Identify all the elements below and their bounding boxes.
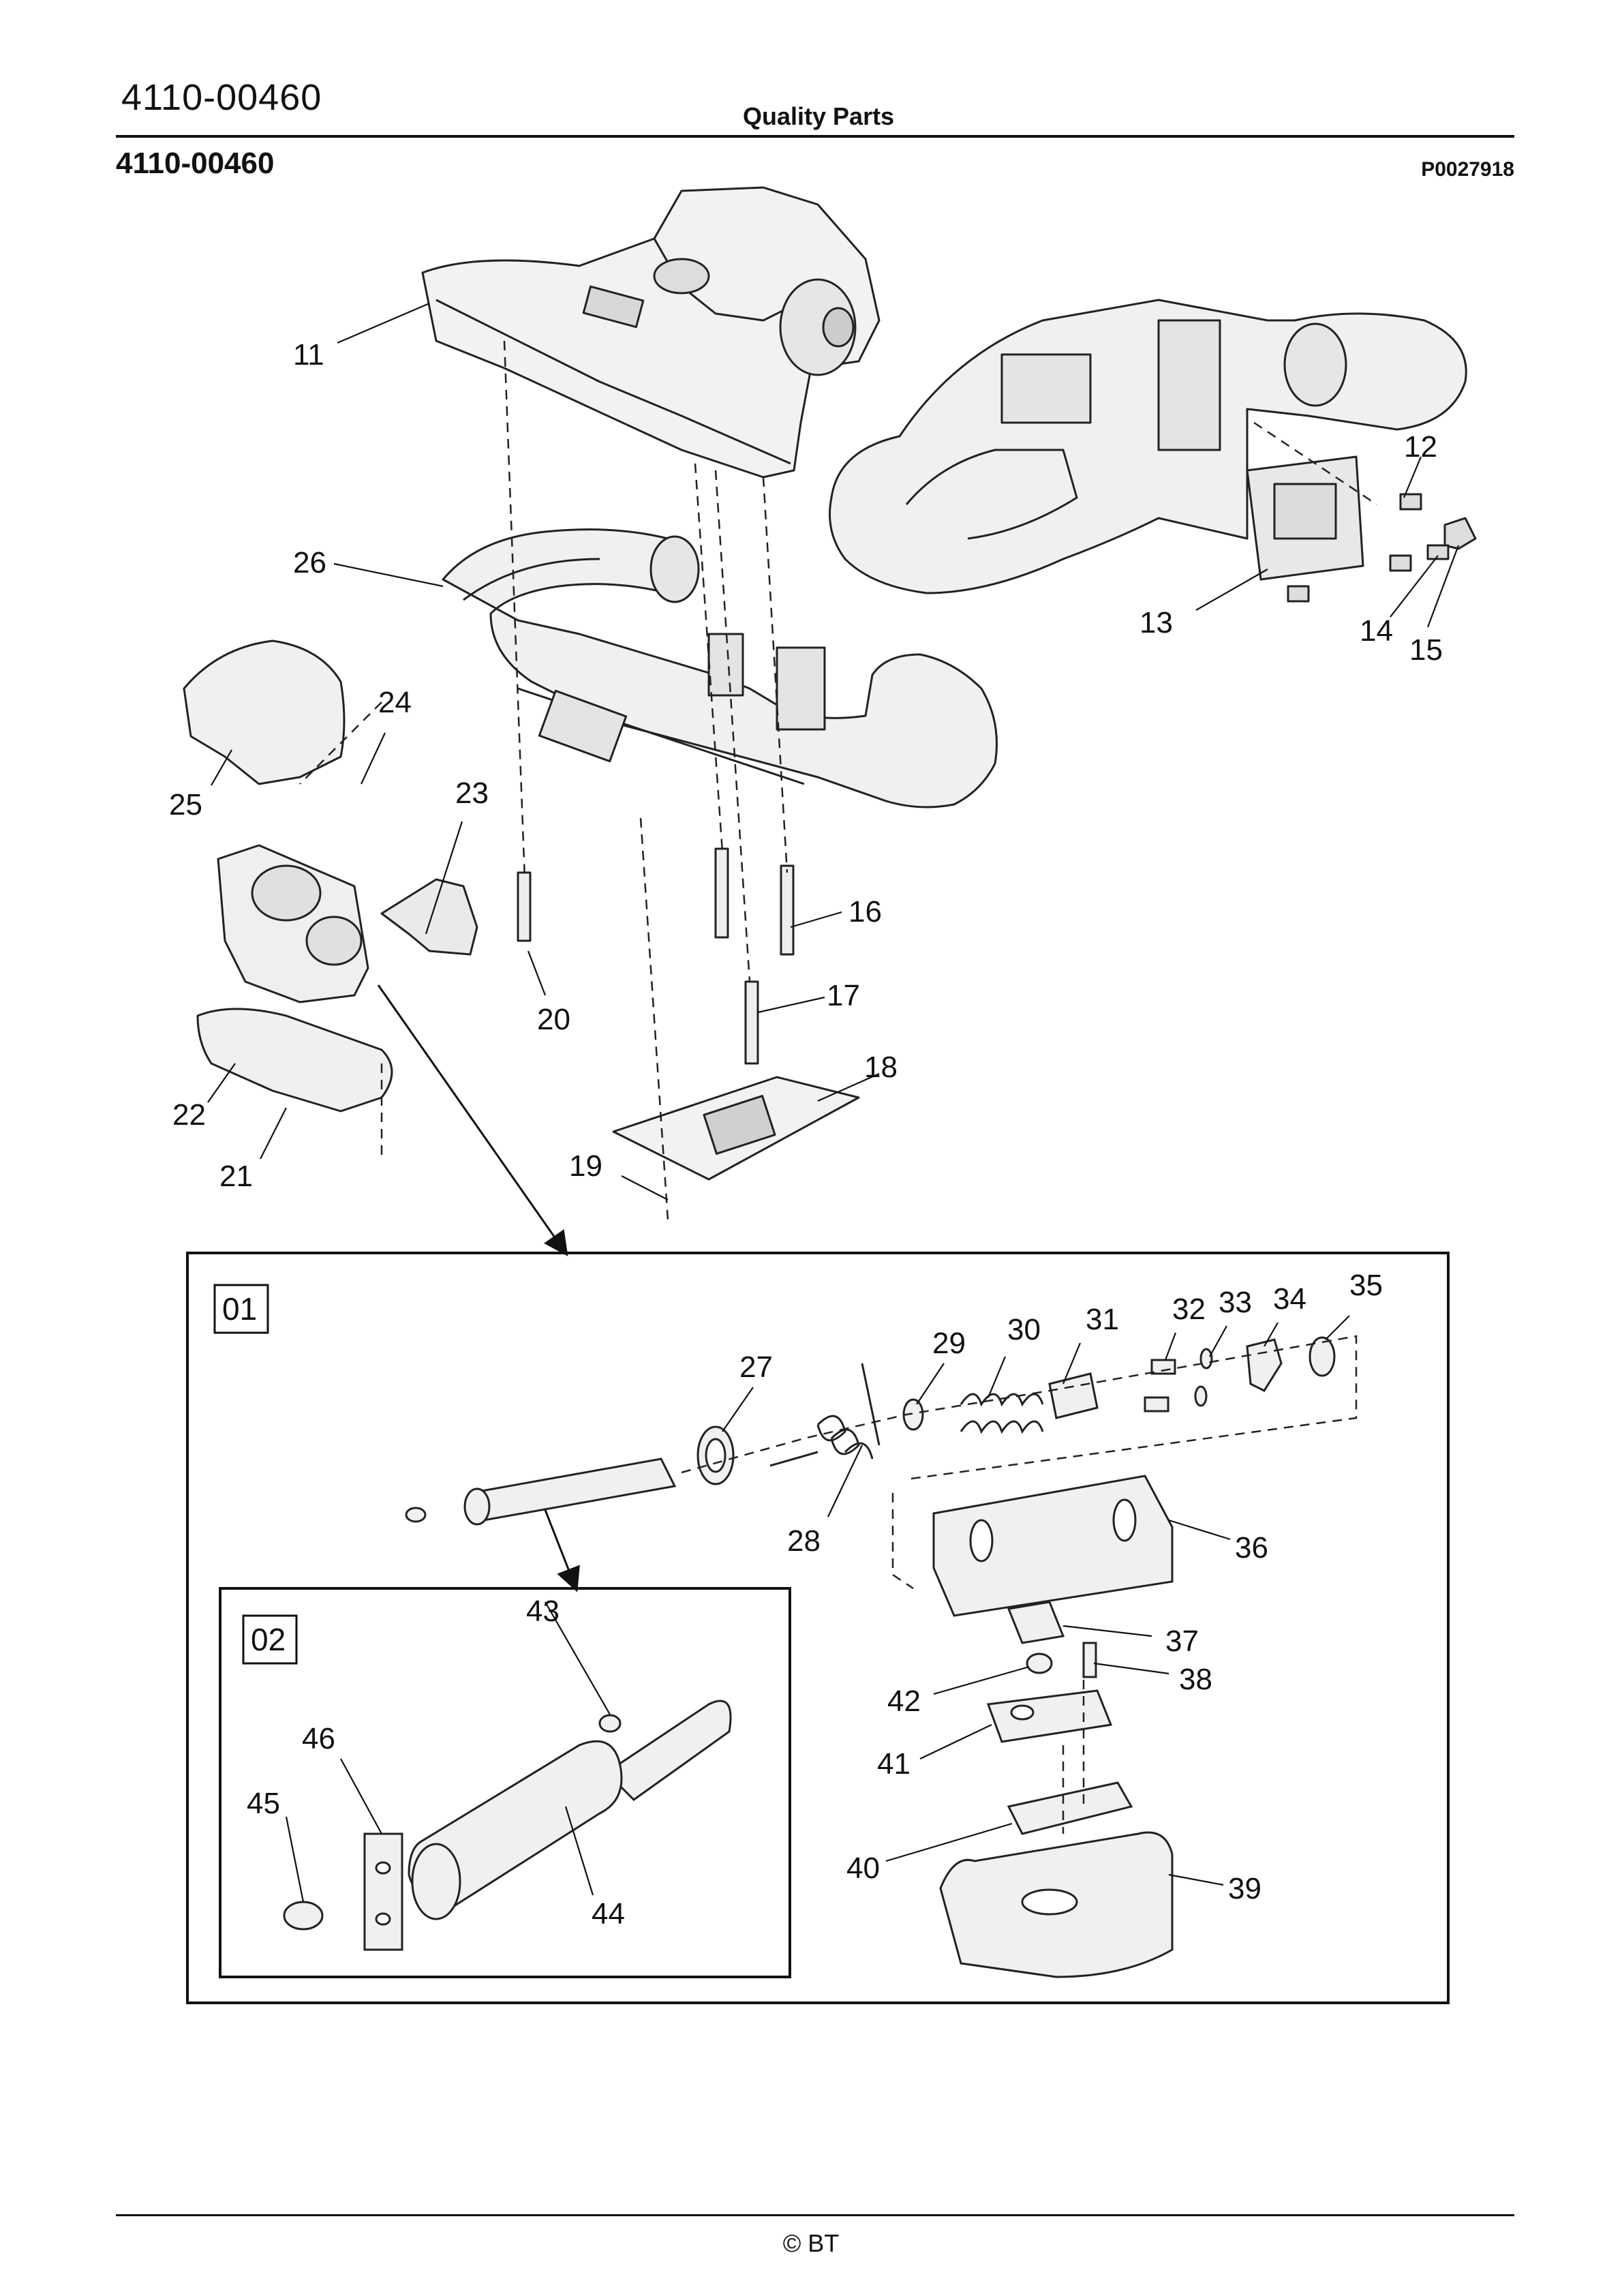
callout-35: 35 [1349, 1269, 1383, 1302]
detail-arrow-01 [377, 984, 568, 1256]
callout-43: 43 [526, 1595, 560, 1628]
detail-01-label: 01 [222, 1291, 257, 1327]
callout-22: 22 [172, 1098, 206, 1132]
part-number-title: 4110-00460 [116, 147, 275, 180]
callout-14: 14 [1360, 614, 1393, 648]
detail-02-label: 02 [251, 1622, 286, 1657]
callout-27: 27 [739, 1350, 773, 1384]
detail-01-tag [213, 1284, 269, 1334]
callout-39: 39 [1228, 1872, 1261, 1905]
callout-20: 20 [537, 1003, 570, 1036]
callout-32: 32 [1172, 1293, 1206, 1326]
callout-11: 11 [293, 338, 324, 372]
callout-26: 26 [293, 546, 326, 579]
callout-15: 15 [1409, 633, 1443, 667]
callout-13: 13 [1139, 606, 1173, 639]
copyright-footer: © BT [782, 2229, 840, 2257]
callout-44: 44 [592, 1897, 625, 1931]
upper-assembly-drawing [183, 186, 1477, 1221]
callout-45: 45 [247, 1787, 280, 1820]
assembled-handle-view [829, 299, 1477, 603]
document-code: 4110-00460 [121, 77, 322, 118]
callout-42: 42 [887, 1685, 921, 1718]
callout-25: 25 [169, 788, 202, 821]
callout-46: 46 [302, 1722, 335, 1755]
header-divider [116, 135, 1514, 138]
callout-12: 12 [1404, 430, 1437, 464]
drawing-reference: P0027918 [1421, 158, 1514, 181]
page-header-title: Quality Parts [743, 102, 895, 130]
callout-18: 18 [864, 1051, 898, 1084]
callout-38: 38 [1179, 1663, 1212, 1696]
callout-23: 23 [455, 776, 489, 810]
callout-labels: 11 12 13 14 15 16 17 18 19 20 21 22 23 2… [169, 338, 1443, 1931]
detail-tags: 01 02 [222, 1291, 286, 1657]
callout-28: 28 [787, 1524, 821, 1558]
callout-36: 36 [1235, 1531, 1268, 1565]
detail-02-frame [219, 1587, 791, 1978]
top-cover-part [421, 186, 881, 479]
detail-01-frame [186, 1252, 1450, 2004]
lower-cover-part [196, 1008, 393, 1113]
detail-01-dashed [681, 1335, 1358, 1834]
mechanism-housing-part [217, 844, 369, 1003]
alignment-lines [299, 340, 1377, 1221]
callout-41: 41 [877, 1747, 911, 1781]
callout-16: 16 [848, 895, 882, 928]
detail-arrow-02 [544, 1509, 580, 1592]
callout-19: 19 [569, 1149, 602, 1183]
callout-24: 24 [378, 686, 412, 719]
leader-lines [207, 302, 1460, 1903]
callout-37: 37 [1165, 1625, 1199, 1658]
callout-17: 17 [827, 979, 860, 1012]
detail-02-drawing [283, 1700, 732, 1951]
footer-divider [116, 2214, 1514, 2216]
side-cover-part [183, 639, 346, 785]
detail-02-tag [242, 1614, 298, 1665]
callout-31: 31 [1086, 1303, 1119, 1336]
callout-21: 21 [219, 1160, 253, 1193]
small-bracket-part [380, 878, 478, 956]
callout-33: 33 [1219, 1286, 1252, 1319]
handle-frame-part [442, 528, 998, 809]
callout-34: 34 [1273, 1282, 1306, 1316]
bolts [517, 847, 795, 1065]
callout-30: 30 [1007, 1313, 1041, 1346]
callout-40: 40 [846, 1852, 880, 1885]
callout-29: 29 [932, 1327, 966, 1360]
